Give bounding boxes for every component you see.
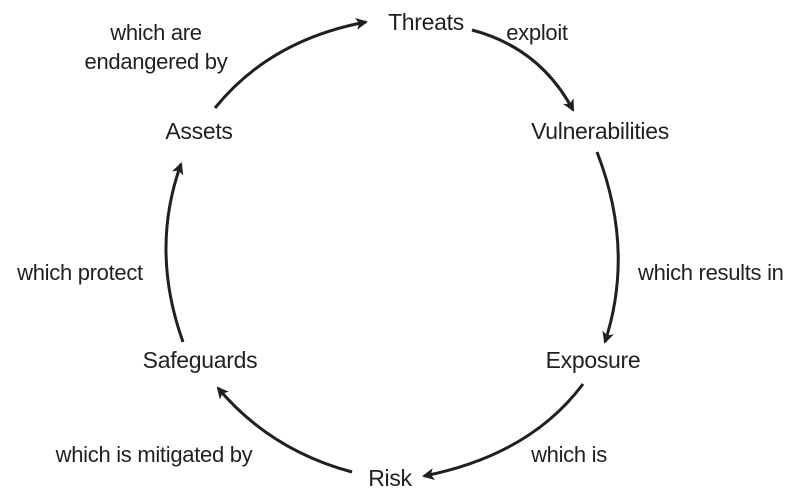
edge-label-which-protect: which protect [17,260,143,285]
arrow-safeguards-to-assets [164,162,185,343]
node-assets: Assets [165,118,233,144]
arrow-risk-to-safeguards [216,386,353,474]
edge-label-which-is-mitigated-by: which is mitigated by [55,442,253,467]
arrow-vulnerabilities-to-exposure [595,151,620,344]
edge-label-endangered-by: endangered by [84,49,228,74]
edge-label-exploit: exploit [506,20,568,45]
node-vulnerabilities: Vulnerabilities [531,118,669,144]
edge-label-which-is: which is [531,442,607,467]
node-threats: Threats [388,9,464,35]
arrow-threats-to-vulnerabilities [471,28,575,112]
arrow-assets-to-threats [213,17,368,109]
node-safeguards: Safeguards [142,347,258,373]
arrow-exposure-to-risk [422,383,585,480]
node-exposure: Exposure [545,347,641,373]
edge-label-which-results-in: which results in [638,260,784,285]
node-risk: Risk [368,465,412,491]
edge-label-which-are: which are [110,20,202,45]
